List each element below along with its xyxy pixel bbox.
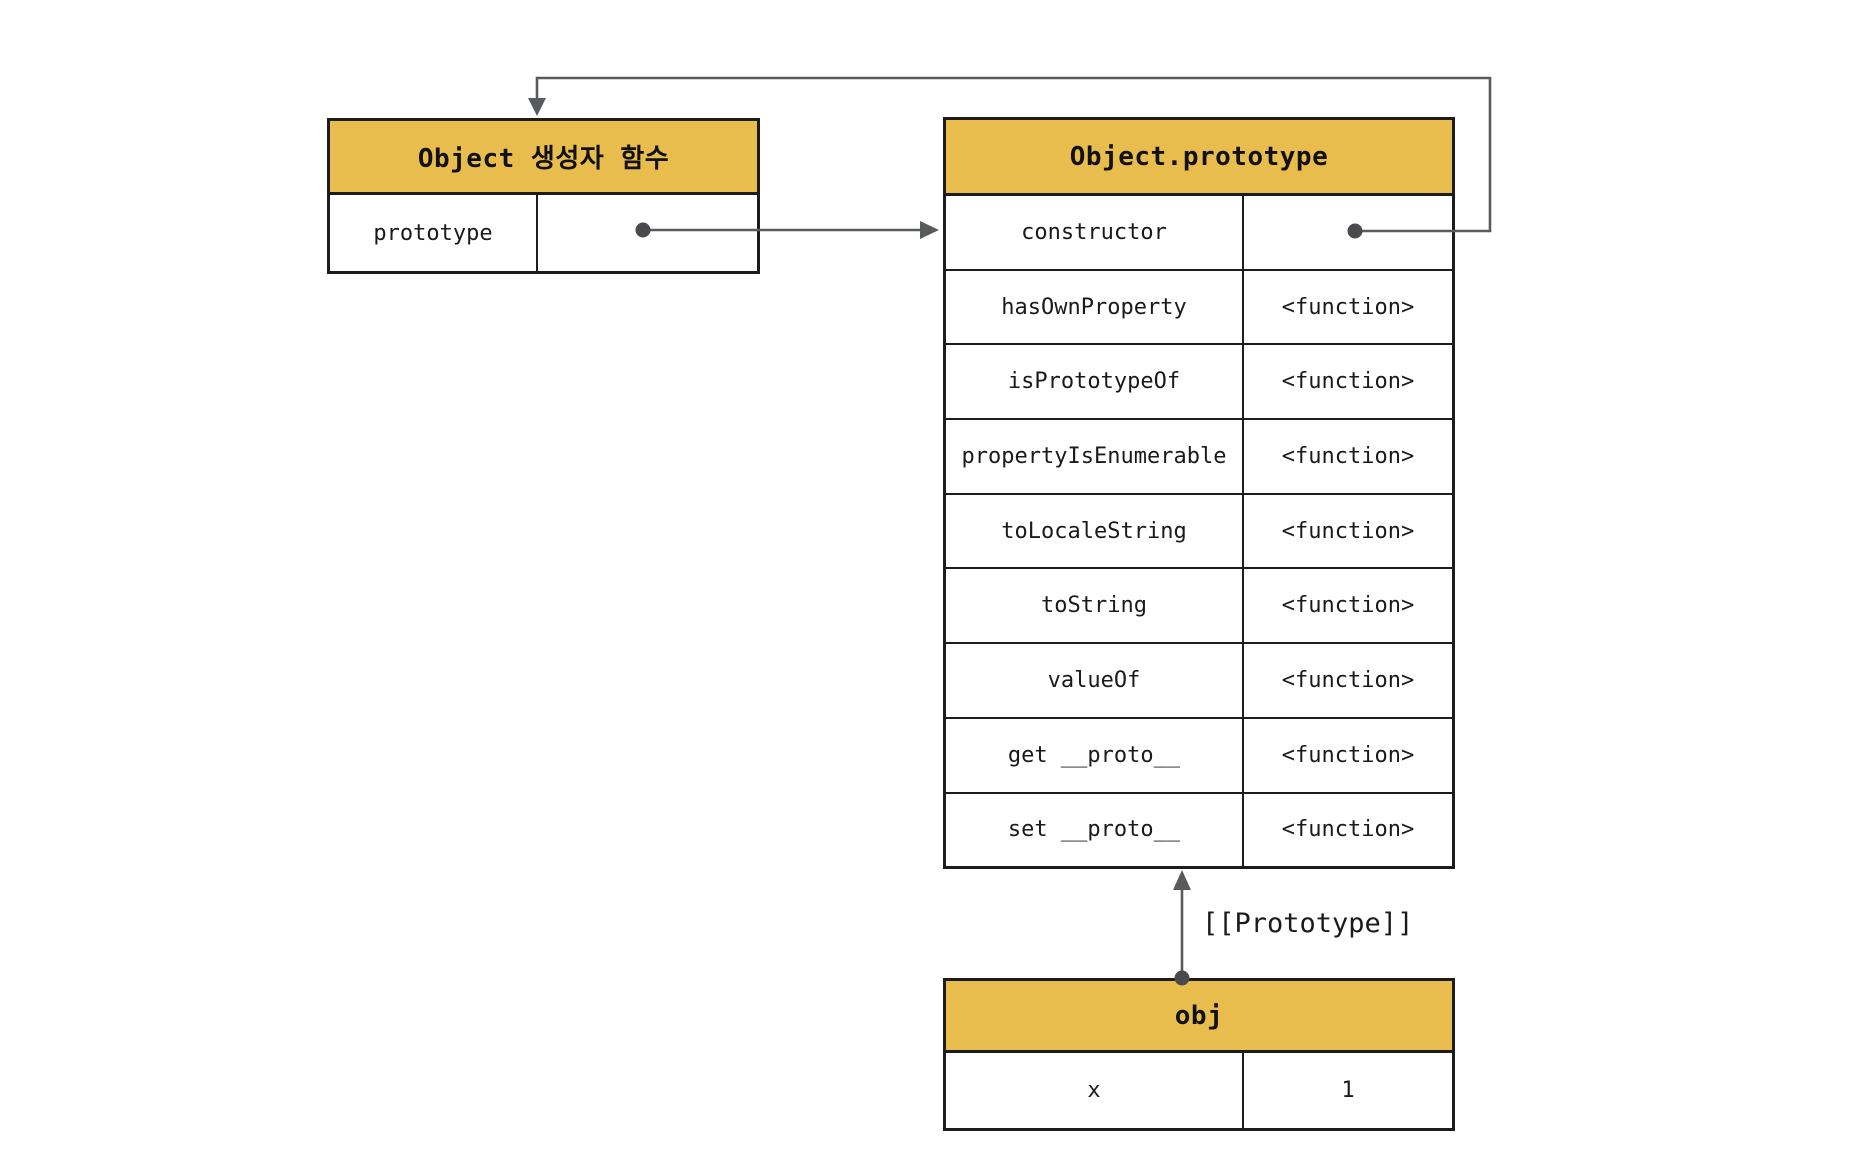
arrowhead-right-icon <box>920 221 939 239</box>
tostring-label-cell: toString <box>946 569 1244 643</box>
prototype-label-cell: prototype <box>330 195 538 271</box>
valueof-value-cell: <function> <box>1281 667 1415 693</box>
propertyisenumerable-value-cell: <function> <box>1281 443 1415 469</box>
hasownproperty-row: hasOwnProperty <function> <box>946 270 1452 346</box>
constructor-value-cell <box>1244 196 1452 269</box>
x-label-cell: x <box>946 1053 1244 1128</box>
arrowhead-up-icon <box>1173 870 1191 890</box>
constructor-row: constructor <box>946 196 1452 271</box>
isprototypeof-label-cell: isPrototypeOf <box>946 345 1244 419</box>
tolocalestring-row: toLocaleString <function> <box>946 494 1452 570</box>
set-proto-row: set __proto__ <function> <box>946 793 1452 866</box>
set-proto-label-cell: set __proto__ <box>946 793 1244 866</box>
tolocalestring-label-cell: toLocaleString <box>946 494 1244 568</box>
x-row: x 1 <box>946 1053 1452 1128</box>
valueof-row: valueOf <function> <box>946 644 1452 719</box>
isprototypeof-value-cell: <function> <box>1281 369 1415 395</box>
get-proto-row: get __proto__ <function> <box>946 718 1452 794</box>
prototype-value-cell <box>538 195 757 271</box>
tostring-value-cell: <function> <box>1281 593 1415 619</box>
prototype-link-label: [[Prototype]] <box>1202 908 1414 939</box>
propertyisenumerable-row: propertyIsEnumerable <function> <box>946 420 1452 495</box>
object-constructor-title: Object 생성자 함수 <box>330 121 757 195</box>
set-proto-value-cell: <function> <box>1281 817 1415 842</box>
object-prototype-box: Object.prototype constructor hasOwnPrope… <box>943 117 1455 869</box>
tostring-row: toString <function> <box>946 569 1452 645</box>
object-prototype-title: Object.prototype <box>946 120 1452 196</box>
constructor-label-cell: constructor <box>946 196 1244 269</box>
object-constructor-box: Object 생성자 함수 prototype <box>327 118 760 274</box>
valueof-label-cell: valueOf <box>946 644 1244 717</box>
get-proto-value-cell: <function> <box>1281 742 1415 768</box>
arrowhead-down-icon <box>528 98 546 116</box>
obj-box: obj x 1 <box>943 978 1455 1131</box>
hasownproperty-value-cell: <function> <box>1281 294 1415 320</box>
obj-title: obj <box>946 981 1452 1053</box>
isprototypeof-row: isPrototypeOf <function> <box>946 345 1452 421</box>
hasownproperty-label-cell: hasOwnProperty <box>946 270 1244 344</box>
x-value-cell: 1 <box>1341 1078 1355 1103</box>
get-proto-label-cell: get __proto__ <box>946 718 1244 792</box>
propertyisenumerable-label-cell: propertyIsEnumerable <box>946 420 1244 493</box>
prototype-row: prototype <box>330 195 757 271</box>
tolocalestring-value-cell: <function> <box>1281 518 1415 544</box>
